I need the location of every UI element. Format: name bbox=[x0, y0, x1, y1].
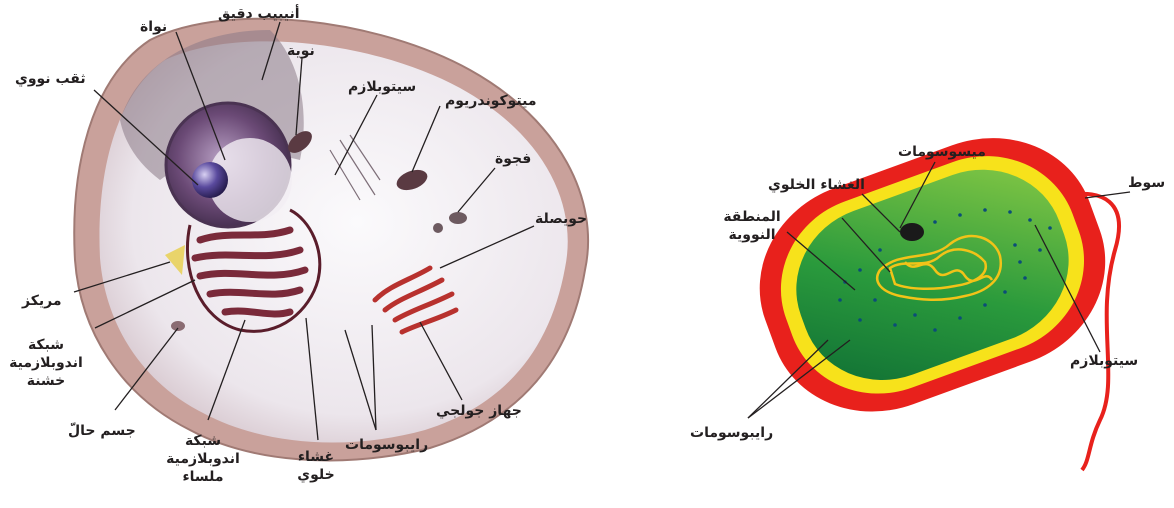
vesicle-shape bbox=[433, 223, 443, 233]
label-cell-membrane-animal-line2: خلوي bbox=[290, 466, 342, 484]
label-lysosome: جسم حالّ bbox=[68, 422, 136, 440]
label-ribosomes-bacteria: رايبوسومات bbox=[690, 424, 773, 442]
label-nucleoid-line2: النووية bbox=[712, 226, 792, 244]
vacuole-shape bbox=[449, 212, 467, 224]
label-smooth-er: شبكة اندوبلازمية ملساء bbox=[158, 432, 248, 486]
mesosome-shape bbox=[900, 223, 924, 241]
label-vesicle: حويصلة bbox=[535, 210, 587, 228]
bacterial-cell bbox=[731, 108, 1134, 470]
label-ribosomes-animal: رايبوسومات bbox=[345, 436, 428, 454]
label-cytoplasm-animal: سيتوبلازم bbox=[348, 78, 416, 96]
label-mitochondrion: ميتوكوندريوم bbox=[445, 92, 537, 110]
label-golgi: جهاز جولجي bbox=[436, 402, 522, 420]
animal-cell bbox=[74, 19, 588, 461]
label-centriole: مريكز bbox=[22, 292, 61, 310]
label-smooth-er-line1: شبكة bbox=[158, 432, 248, 450]
label-cell-membrane-animal-line1: غشاء bbox=[290, 448, 342, 466]
label-nucleolus: نوية bbox=[287, 42, 315, 60]
label-rough-er-line2: اندوبلازمية bbox=[2, 354, 90, 372]
lysosome-shape bbox=[171, 321, 185, 331]
label-microtubule: أنيبيب دقيق bbox=[218, 5, 300, 23]
label-cell-membrane-animal: غشاء خلوي bbox=[290, 448, 342, 484]
label-mesosomes: ميسوسومات bbox=[898, 143, 986, 161]
label-cytoplasm-bacteria: سيتوبلازم bbox=[1070, 352, 1138, 370]
label-cell-membrane-bacteria: الغشاء الخلوي bbox=[768, 176, 865, 194]
label-rough-er-line1: شبكة bbox=[2, 336, 90, 354]
label-nucleoid: المنطقة النووية bbox=[712, 208, 792, 244]
label-rough-er: شبكة اندوبلازمية خشنة bbox=[2, 336, 90, 390]
label-nuclear-pore: ثقب نووي bbox=[15, 70, 86, 88]
label-smooth-er-line2: اندوبلازمية bbox=[158, 450, 248, 468]
label-rough-er-line3: خشنة bbox=[2, 372, 90, 390]
label-smooth-er-line3: ملساء bbox=[158, 468, 248, 486]
label-flagellum: سوط bbox=[1128, 174, 1165, 192]
label-nucleoid-line1: المنطقة bbox=[712, 208, 792, 226]
label-nucleus: نواة bbox=[140, 18, 167, 36]
nucleolus-shape bbox=[192, 162, 228, 198]
label-vacuole: فجوة bbox=[495, 150, 531, 168]
